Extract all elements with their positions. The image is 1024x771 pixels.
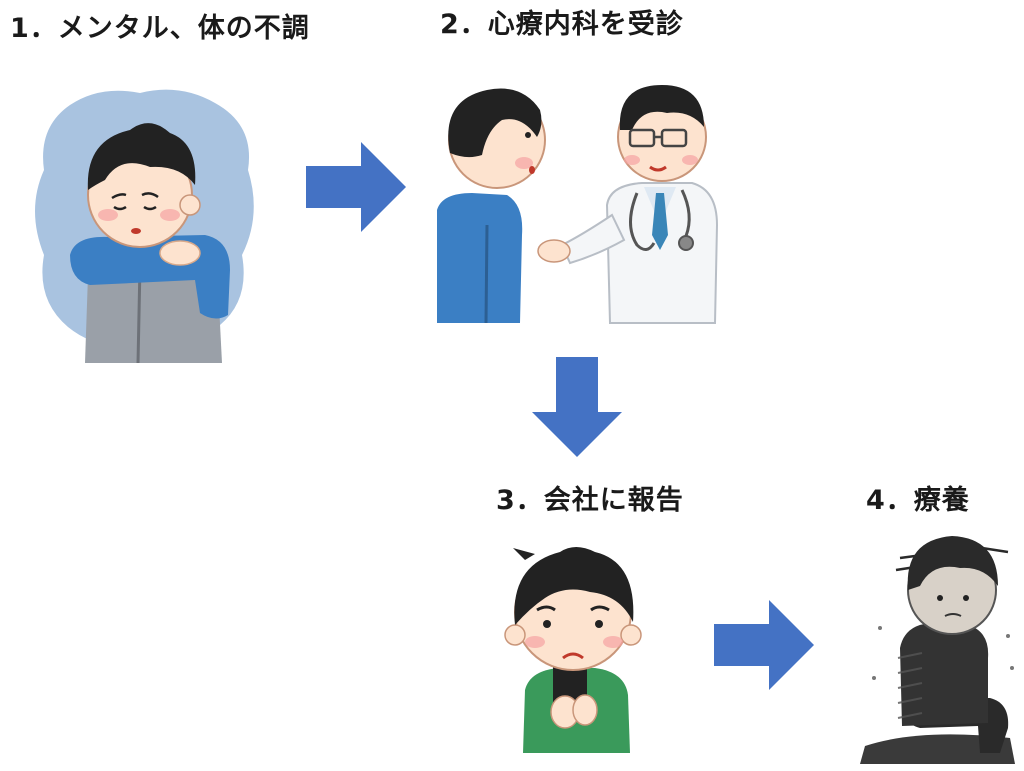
arrow-right-icon — [714, 600, 814, 690]
step-3-label: 3．会社に報告 — [496, 485, 684, 516]
arrow-right-icon — [306, 142, 406, 232]
person-with-phone-icon — [504, 547, 642, 753]
step-2-label: 2．心療内科を受診 — [440, 9, 684, 40]
step-1-label: 1．メンタル、体の不調 — [10, 13, 310, 44]
arrow-down-icon — [532, 357, 622, 457]
step-4-label: 4．療養 — [866, 485, 970, 516]
doctor-consultation-icon — [437, 85, 719, 324]
depressed-person-icon — [35, 89, 254, 364]
exhausted-person-resting-icon — [860, 536, 1015, 764]
